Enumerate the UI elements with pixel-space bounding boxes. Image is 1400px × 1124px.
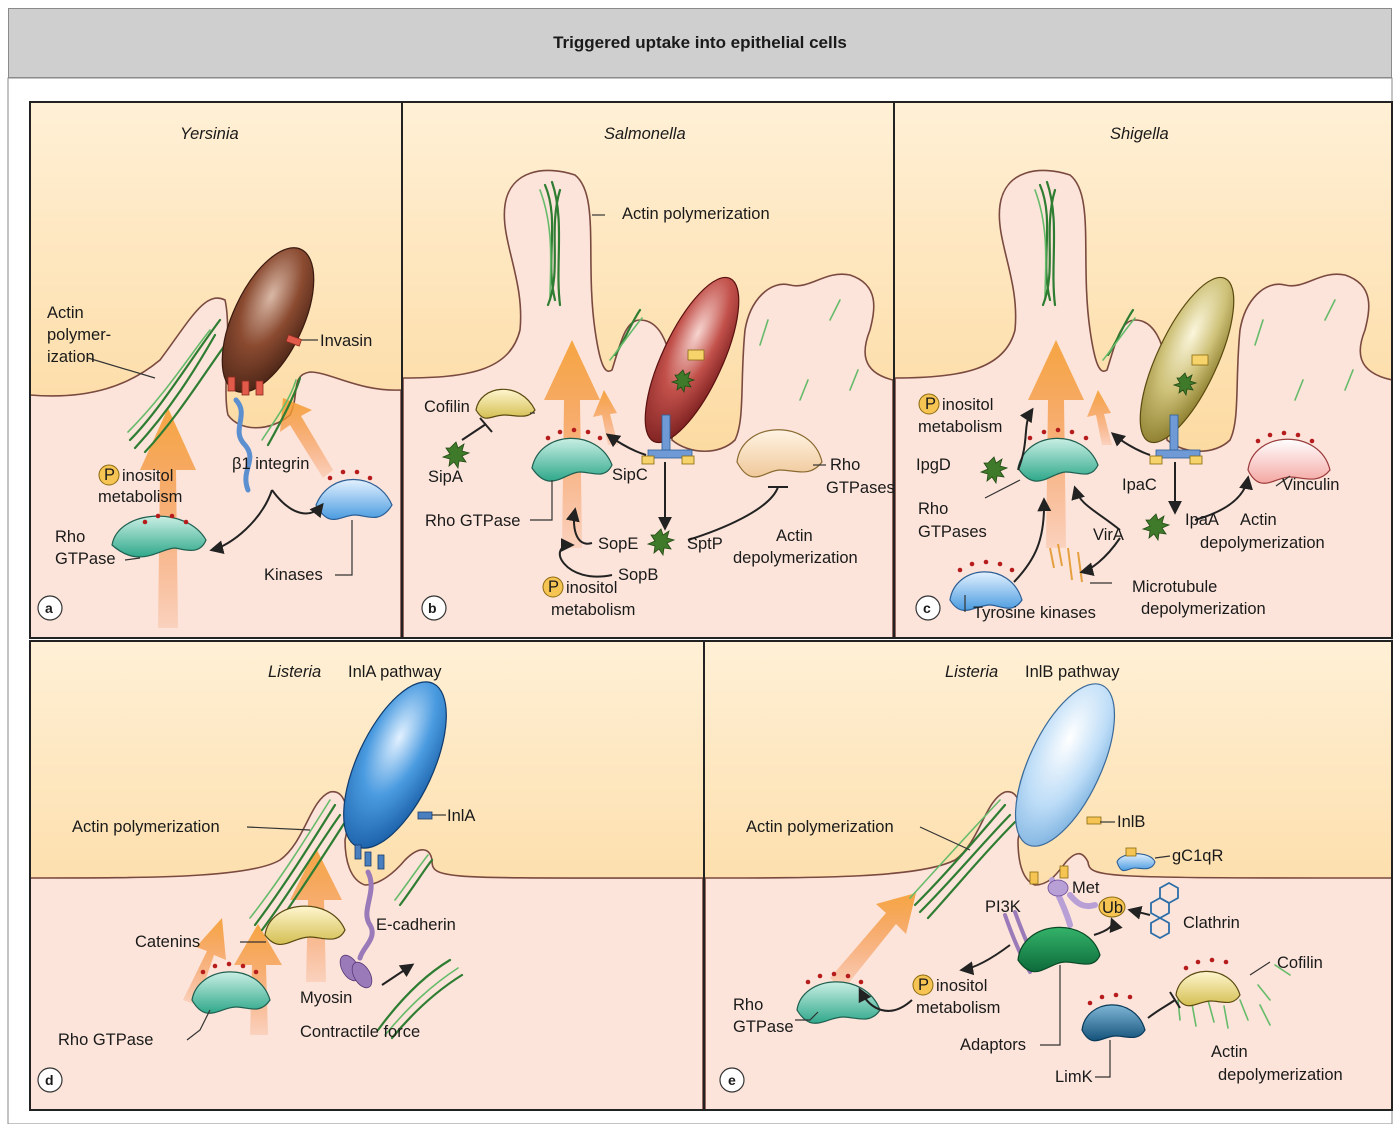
panel-c-microtubule-label-1: Microtubule [1132, 578, 1217, 596]
panel-b-rho-label: Rho GTPase [425, 512, 520, 530]
panel-b-sipc-label: SipC [612, 466, 648, 484]
panel-e-p-badge: P [918, 976, 929, 994]
panel-c-secretion-box [1192, 355, 1208, 365]
panel-d-inla-label: InlA [447, 807, 475, 825]
panel-e-adaptors-label: Adaptors [960, 1036, 1026, 1054]
panel-c-microtubule-label-2: depolymerization [1141, 600, 1266, 618]
panel-e-rho-label-2: GTPase [733, 1018, 794, 1036]
panel-e-ub-label: Ub [1102, 899, 1123, 917]
panel-e-letter: e [728, 1072, 736, 1088]
panel-c-letter: c [923, 600, 931, 616]
panel-c-ipgd-label: IpgD [916, 456, 951, 474]
panel-b-depoly-label-1: Actin [776, 527, 813, 545]
panel-b-depoly-label-2: depolymerization [733, 549, 858, 567]
panel-d-pathway: InlA pathway [348, 663, 442, 681]
panel-a-actin-label-2: polymer- [47, 326, 111, 344]
panel-e-rho-label-1: Rho [733, 996, 763, 1014]
panel-c-vira-label: VirA [1093, 526, 1124, 544]
panel-d-contractile-label: Contractile force [300, 1023, 420, 1041]
panel-b-inositol-label: inositol [566, 579, 617, 597]
panel-a-rho-label-2: GTPase [55, 550, 116, 568]
panel-b-p-badge: P [548, 578, 559, 596]
panel-b-cofilin-label: Cofilin [424, 398, 470, 416]
panel-d-actin-label: Actin polymerization [72, 818, 220, 836]
panel-e-gc1qr-ligand [1126, 848, 1136, 856]
panel-b-sptp-label: SptP [687, 535, 723, 553]
panel-a-metabolism-label: metabolism [98, 488, 182, 506]
panel-c-title: Shigella [1110, 125, 1169, 143]
panel-b-actin-label: Actin polymerization [622, 205, 770, 223]
panel-a-letter: a [45, 600, 53, 616]
panel-c-metabolism-label: metabolism [918, 418, 1002, 436]
panel-e-title: Listeria [945, 663, 998, 681]
panel-a-p-badge: P [104, 466, 115, 484]
panel-e-cofilin-label: Cofilin [1277, 954, 1323, 972]
panel-e-inositol-label: inositol [936, 977, 987, 995]
panel-b-sopb-label: SopB [618, 566, 658, 584]
panel-a-invasin-label: Invasin [320, 332, 372, 350]
panel-c-rho-label-2: GTPases [918, 523, 987, 541]
panel-c-inositol-label: inositol [942, 396, 993, 414]
panel-e-gc1qr-label: gC1qR [1172, 847, 1223, 865]
panel-c-ipaa-label: IpaA [1185, 511, 1219, 529]
panel-e-depoly-label-1: Actin [1211, 1043, 1248, 1061]
panel-a-kinases-label: Kinases [264, 566, 323, 584]
panel-d-myosin-label: Myosin [300, 989, 352, 1007]
panel-c-depoly-label-1: Actin [1240, 511, 1277, 529]
panel-c-p-badge: P [925, 395, 936, 413]
panel-c-rho-label-1: Rho [918, 500, 948, 518]
panel-a-actin-label-3: ization [47, 348, 95, 366]
panel-a-integrin-label: β1 integrin [232, 455, 309, 473]
panel-d-ecadherin-label: E-cadherin [376, 916, 456, 934]
panel-d-title: Listeria [268, 663, 321, 681]
panel-e [705, 642, 1392, 1110]
panel-c-ipac-label: IpaC [1122, 476, 1157, 494]
panel-e-pi3k-label: PI3K [985, 898, 1021, 916]
panel-e-clathrin-label: Clathrin [1183, 914, 1240, 932]
panel-b-rhogtpases-label-1: Rho [830, 456, 860, 474]
panel-c-depoly-label-2: depolymerization [1200, 534, 1325, 552]
panel-b-metabolism-label: metabolism [551, 601, 635, 619]
panel-c [895, 102, 1392, 640]
panel-b-rhogtpases-label-2: GTPases [826, 479, 895, 497]
panel-a-rho-label-1: Rho [55, 528, 85, 546]
panel-e-actin-label: Actin polymerization [746, 818, 894, 836]
panel-a-inositol-label: inositol [122, 467, 173, 485]
panel-e-inlb-label: InlB [1117, 813, 1145, 831]
panel-e-pathway: InlB pathway [1025, 663, 1120, 681]
panel-e-met-label: Met [1072, 879, 1100, 897]
panel-b-letter: b [428, 600, 437, 616]
panel-e-met-head [1048, 880, 1068, 896]
panel-b-sipa-label: SipA [428, 468, 463, 486]
panel-d-letter: d [45, 1072, 54, 1088]
panel-c-vinculin-label: Vinculin [1282, 476, 1339, 494]
panel-e-metabolism-label: metabolism [916, 999, 1000, 1017]
panel-a-actin-label-1: Actin [47, 304, 84, 322]
panel-b-secretion-box [688, 350, 704, 360]
panel-b-title: Salmonella [604, 125, 686, 143]
panel-b-sope-label: SopE [598, 535, 638, 553]
panel-e-limk-label: LimK [1055, 1068, 1093, 1086]
panel-d-rho-label: Rho GTPase [58, 1031, 153, 1049]
panel-a-title: Yersinia [180, 125, 239, 143]
panel-c-tyrosine-label: Tyrosine kinases [973, 604, 1096, 622]
panel-e-depoly-label-2: depolymerization [1218, 1066, 1343, 1084]
panel-d-catenins-label: Catenins [135, 933, 200, 951]
